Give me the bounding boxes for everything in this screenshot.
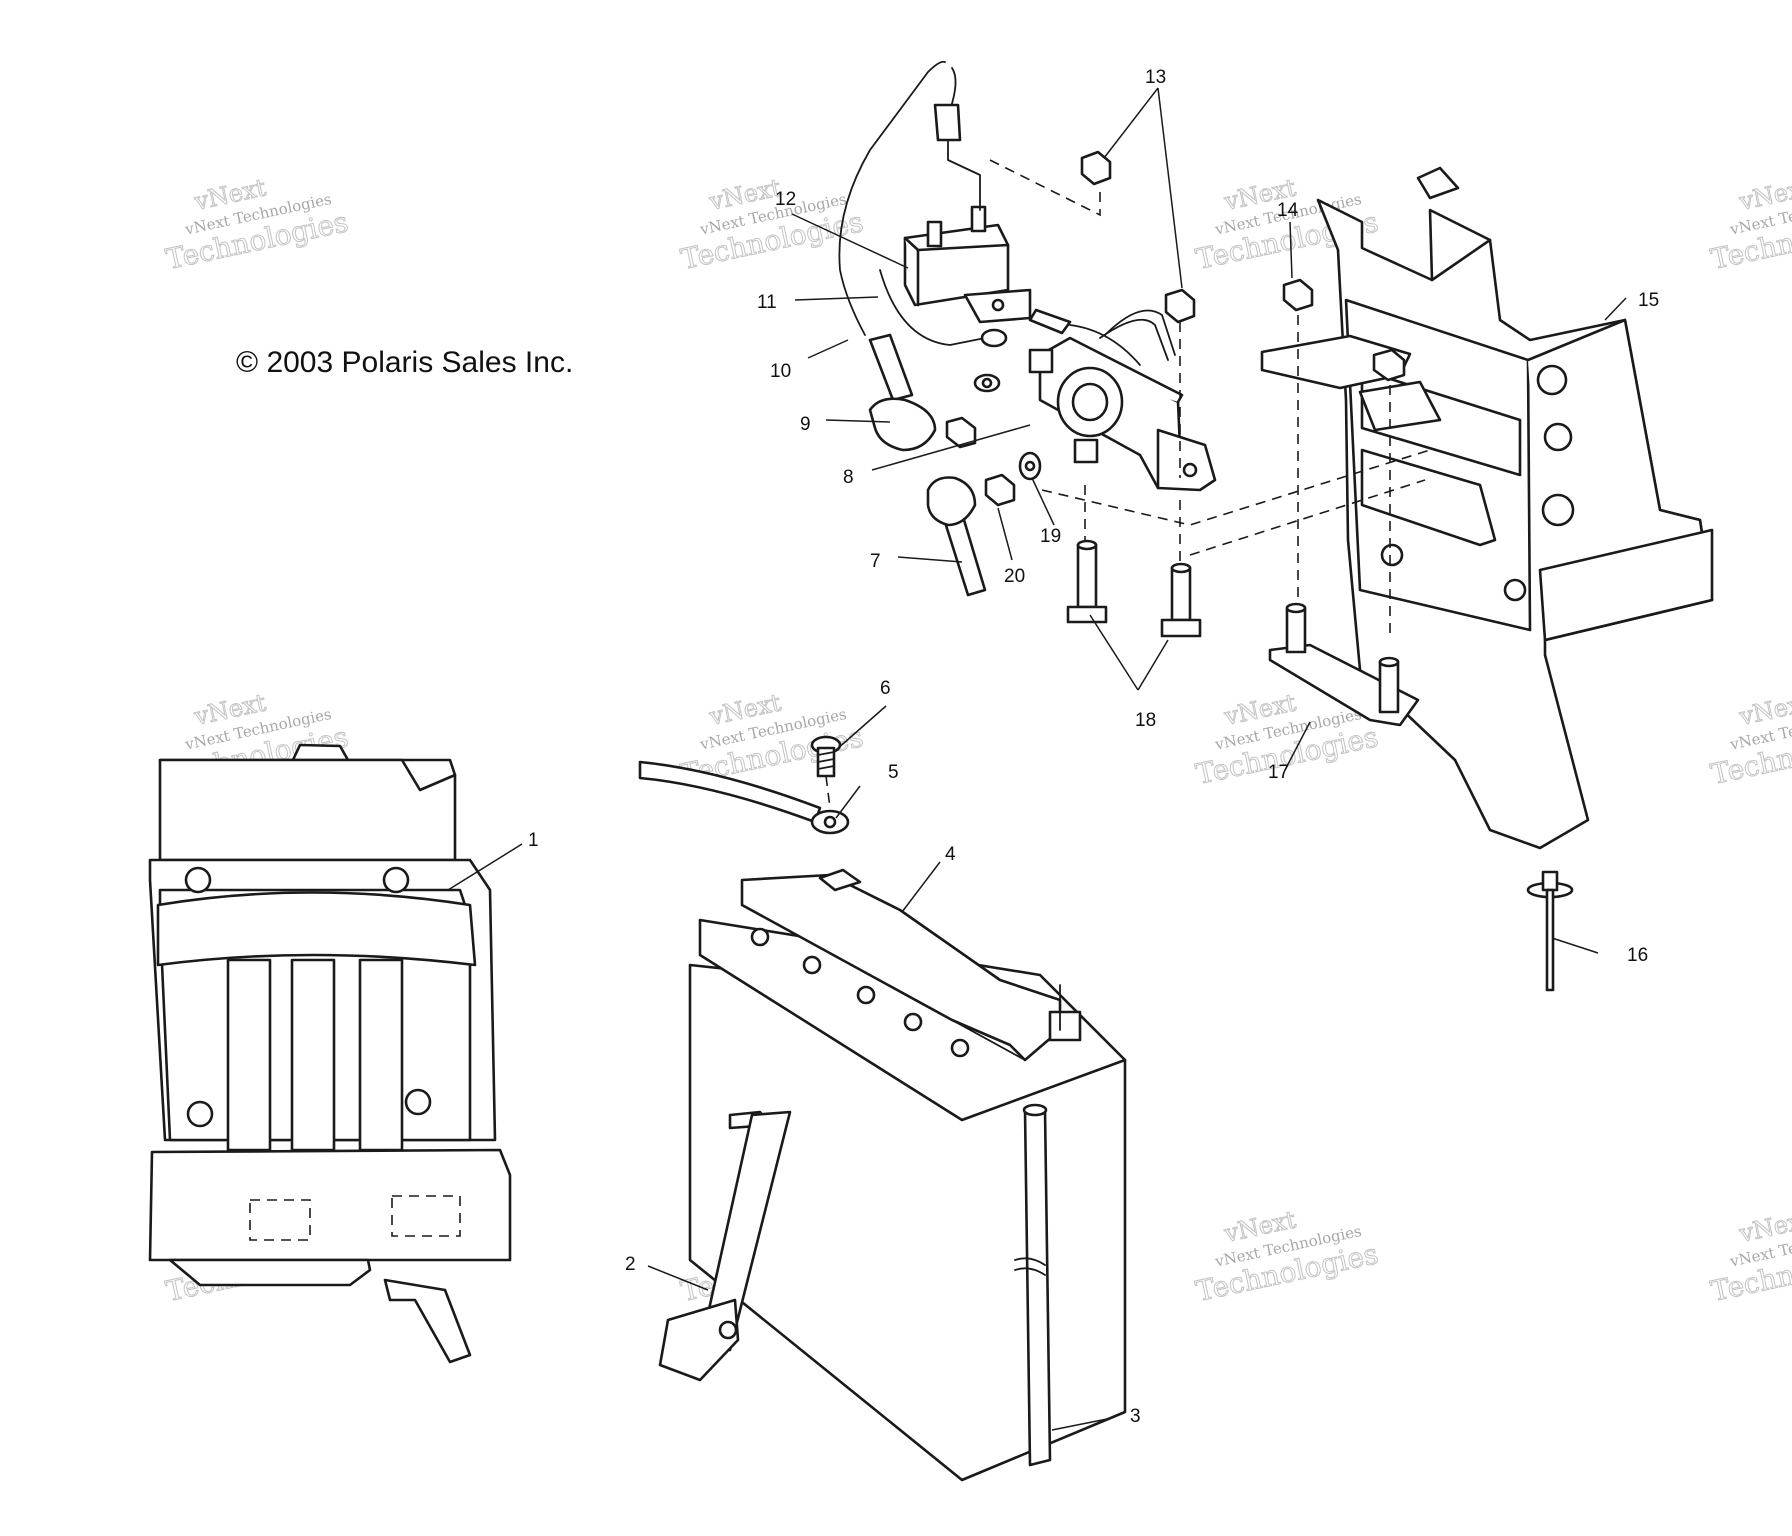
callout-13: 13: [1145, 67, 1166, 88]
part-nut-washer: [945, 373, 1001, 449]
callouts: 1 2 3 4 5 6 7 8 9 10 11 12 13 14 15 16 1…: [528, 67, 1659, 1427]
watermark: vNext vNext Technologies Technologies: [1707, 173, 1792, 277]
watermark: vNext vNext Technologies Technologies: [1192, 1205, 1381, 1309]
part-cable-cap: [926, 476, 987, 597]
callout-3: 3: [1130, 1406, 1141, 1427]
callout-12: 12: [775, 189, 796, 210]
part-harness-connector: [838, 60, 1008, 348]
leader-lines: [447, 87, 1627, 1431]
callout-4: 4: [945, 844, 956, 865]
callout-6: 6: [880, 678, 891, 699]
part-stud-plate: [1268, 602, 1420, 727]
callout-10: 10: [770, 361, 791, 382]
part-relay-module: [903, 205, 1032, 324]
callout-5: 5: [888, 762, 899, 783]
part-battery-cable: [638, 760, 850, 835]
part-rivet: [1526, 870, 1574, 992]
part-nuts-top: [1080, 150, 1196, 324]
part-nut: [984, 473, 1016, 507]
callout-9: 9: [800, 414, 811, 435]
part-terminal-boot: [868, 333, 937, 452]
callout-17: 17: [1268, 762, 1289, 783]
part-mount-bracket: [1260, 166, 1714, 850]
part-vent-tube: [1014, 984, 1061, 1467]
part-battery-box: [148, 743, 512, 1364]
part-battery-strap: [658, 1110, 792, 1382]
callout-18: 18: [1135, 710, 1156, 731]
callout-7: 7: [870, 551, 881, 572]
part-terminal-bolt: [810, 735, 842, 809]
callout-20: 20: [1004, 566, 1025, 587]
copyright-notice: © 2003 Polaris Sales Inc.: [236, 346, 573, 379]
callout-8: 8: [843, 467, 854, 488]
part-bolts: [1066, 539, 1202, 638]
callout-11: 11: [757, 292, 777, 313]
callout-2: 2: [625, 1254, 636, 1275]
callout-14: 14: [1277, 200, 1299, 221]
watermark: vNext vNext Technologies Technologies: [677, 173, 866, 277]
callout-16: 16: [1627, 945, 1648, 966]
watermark: vNext vNext Technologies Technologies: [162, 173, 351, 277]
callout-19: 19: [1040, 526, 1061, 547]
part-washer: [1018, 451, 1042, 481]
part-bracket-nuts: [1282, 278, 1406, 640]
watermark: vNext vNext Technologies Technologies: [1707, 688, 1792, 792]
watermark: vNext vNext Technologies Technologies: [1707, 1205, 1792, 1309]
callout-1: 1: [528, 830, 539, 851]
assembly-lines: [989, 159, 1431, 565]
callout-15: 15: [1638, 290, 1659, 311]
part-solenoid: [1028, 309, 1217, 492]
